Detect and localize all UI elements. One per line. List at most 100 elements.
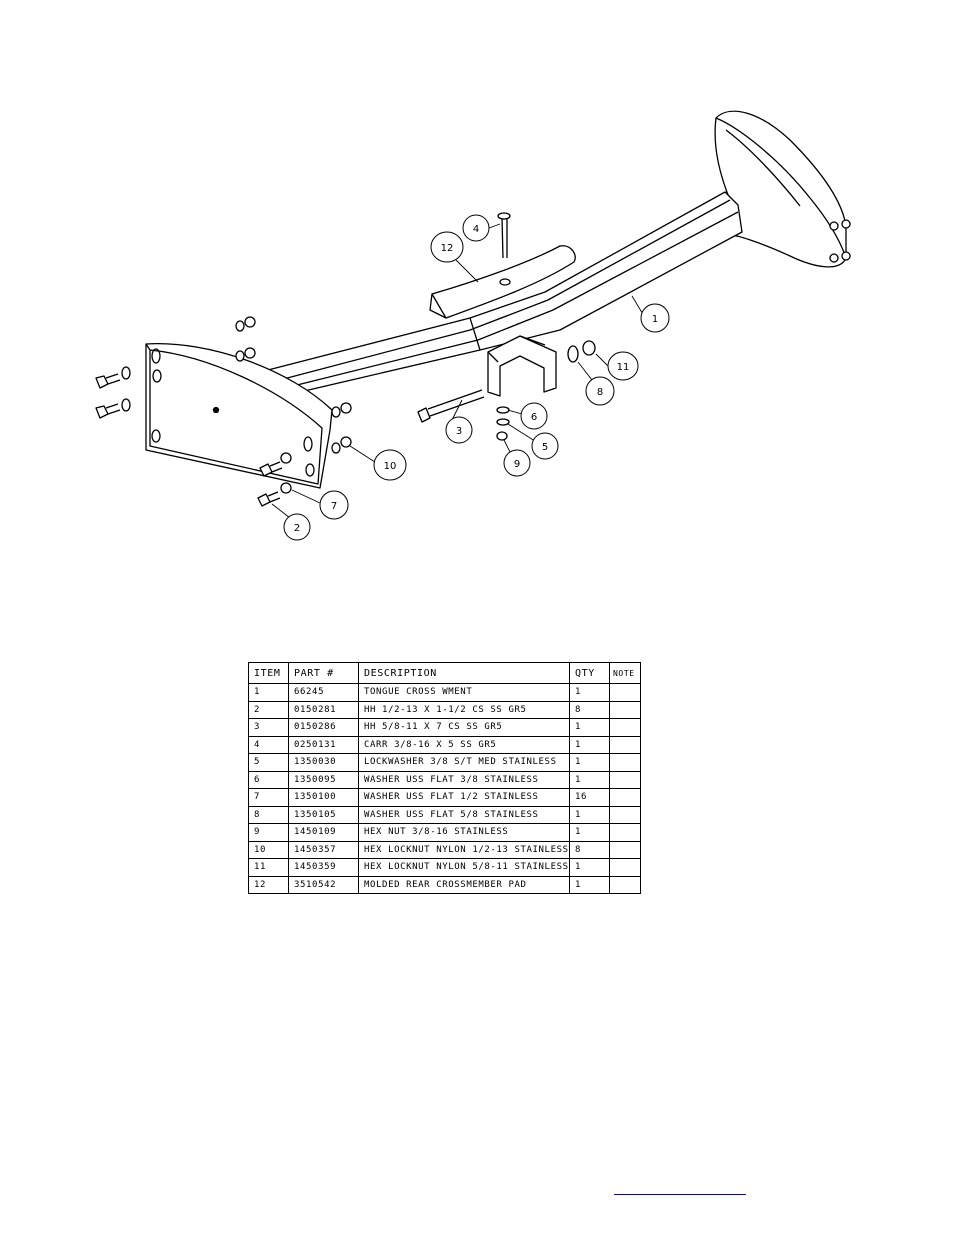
- cell-qty: 1: [569, 770, 610, 789]
- cell-qty: 8: [569, 700, 610, 719]
- cell-part: 66245: [288, 683, 359, 702]
- cell-item: 6: [248, 770, 289, 789]
- exploded-assembly-diagram: 1 2 3 4 5 6 7 8 9 10 11 12: [95, 110, 851, 541]
- callout-9: 9: [514, 459, 520, 470]
- cell-note: [609, 788, 641, 807]
- callout-1: 1: [652, 314, 658, 325]
- cell-description: HH 5/8-11 X 7 CS SS GR5: [358, 718, 570, 737]
- cell-item: 1: [248, 683, 289, 702]
- cell-qty: 16: [569, 788, 610, 807]
- cell-item: 12: [248, 875, 289, 894]
- cell-note: [609, 840, 641, 859]
- callout-6: 6: [531, 412, 537, 423]
- callout-7: 7: [331, 501, 337, 512]
- header-item: ITEM: [248, 662, 289, 684]
- cell-item: 7: [248, 788, 289, 807]
- cell-qty: 8: [569, 840, 610, 859]
- tongue-beam: [267, 191, 743, 393]
- cell-part: 1450357: [288, 840, 359, 859]
- cell-note: [609, 858, 641, 877]
- cell-qty: 1: [569, 875, 610, 894]
- cell-part: 3510542: [288, 875, 359, 894]
- cell-qty: 1: [569, 753, 610, 772]
- header-qty: QTY: [569, 662, 610, 684]
- cell-description: HEX LOCKNUT NYLON 1/2-13 STAINLESS: [358, 840, 570, 859]
- long-hex-bolt: [417, 389, 485, 423]
- cell-description: HH 1/2-13 X 1-1/2 CS SS GR5: [358, 700, 570, 719]
- callout-8: 8: [597, 387, 603, 398]
- cell-part: 1350095: [288, 770, 359, 789]
- cell-qty: 1: [569, 735, 610, 754]
- cell-part: 0150286: [288, 718, 359, 737]
- cell-description: LOCKWASHER 3/8 S/T MED STAINLESS: [358, 753, 570, 772]
- callout-2: 2: [294, 523, 300, 534]
- cell-qty: 1: [569, 823, 610, 842]
- left-bolts: [95, 373, 283, 507]
- left-end-plate: [145, 342, 333, 489]
- cell-description: HEX LOCKNUT NYLON 5/8-11 STAINLESS: [358, 858, 570, 877]
- header-part: PART #: [288, 662, 359, 684]
- center-u-bracket: [487, 335, 557, 397]
- cell-note: [609, 718, 641, 737]
- cell-part: 0150281: [288, 700, 359, 719]
- cell-qty: 1: [569, 858, 610, 877]
- right-end-bracket: [714, 110, 847, 268]
- cell-description: MOLDED REAR CROSSMEMBER PAD: [358, 875, 570, 894]
- callout-3: 3: [456, 426, 462, 437]
- header-description: DESCRIPTION: [358, 662, 570, 684]
- cell-description: HEX NUT 3/8-16 STAINLESS: [358, 823, 570, 842]
- cell-part: 1350030: [288, 753, 359, 772]
- cell-item: 11: [248, 858, 289, 877]
- cell-description: TONGUE CROSS WMENT: [358, 683, 570, 702]
- cell-description: WASHER USS FLAT 1/2 STAINLESS: [358, 788, 570, 807]
- cell-qty: 1: [569, 683, 610, 702]
- callout-5: 5: [542, 442, 548, 453]
- cell-item: 5: [248, 753, 289, 772]
- header-note: NOTE: [609, 662, 641, 684]
- crossmember-pad: [429, 245, 576, 319]
- footer-link[interactable]: [614, 1180, 746, 1195]
- cell-part: 1450359: [288, 858, 359, 877]
- nuts-and-washers: [121, 219, 851, 494]
- cell-note: [609, 700, 641, 719]
- callout-12: 12: [441, 243, 454, 254]
- cell-note: [609, 735, 641, 754]
- cell-note: [609, 683, 641, 702]
- cell-qty: 1: [569, 805, 610, 824]
- callout-numbers: 1 2 3 4 5 6 7 8 9 10 11 12: [294, 224, 658, 534]
- cell-qty: 1: [569, 718, 610, 737]
- table-header-row: ITEM PART # DESCRIPTION QTY NOTE: [248, 662, 641, 684]
- cell-note: [609, 805, 641, 824]
- cell-note: [609, 823, 641, 842]
- cell-item: 9: [248, 823, 289, 842]
- cell-description: WASHER USS FLAT 3/8 STAINLESS: [358, 770, 570, 789]
- cell-item: 2: [248, 700, 289, 719]
- callout-bubbles: [283, 214, 670, 541]
- cell-note: [609, 753, 641, 772]
- callout-11: 11: [617, 362, 630, 373]
- cell-item: 4: [248, 735, 289, 754]
- cell-item: 10: [248, 840, 289, 859]
- cell-note: [609, 770, 641, 789]
- callout-4: 4: [473, 224, 479, 235]
- cell-item: 3: [248, 718, 289, 737]
- cell-part: 1350100: [288, 788, 359, 807]
- carriage-bolt: [497, 212, 511, 259]
- cell-part: 1350105: [288, 805, 359, 824]
- cell-description: WASHER USS FLAT 5/8 STAINLESS: [358, 805, 570, 824]
- cell-item: 8: [248, 805, 289, 824]
- cell-description: CARR 3/8-16 X 5 SS GR5: [358, 735, 570, 754]
